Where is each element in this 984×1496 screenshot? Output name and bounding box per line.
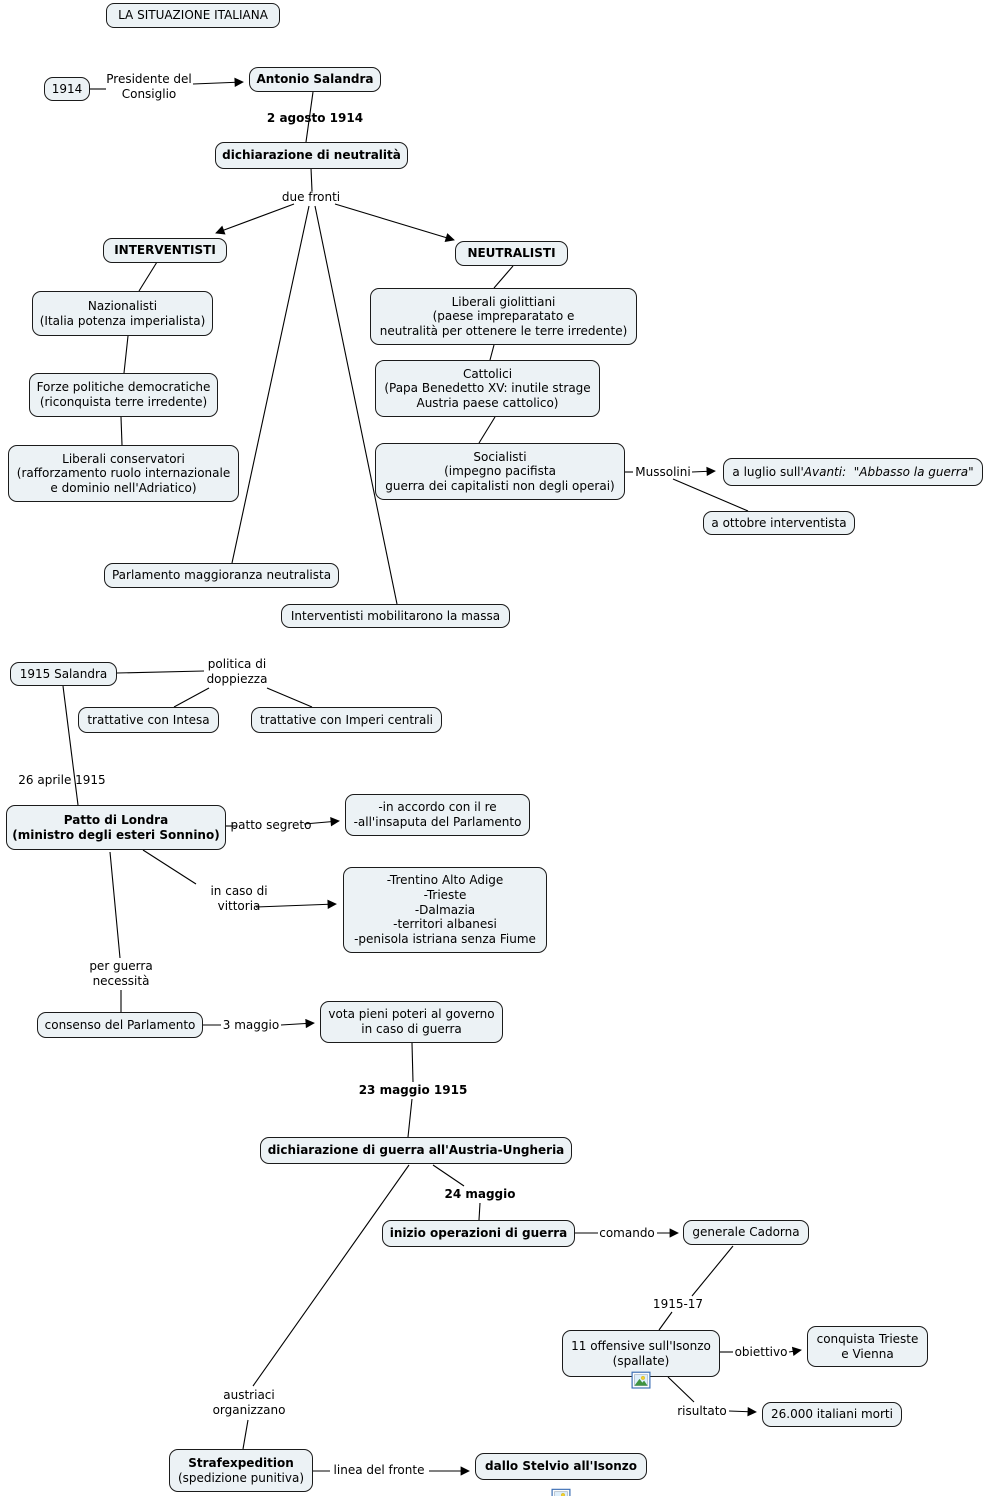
link-label-26-aprile-1915[interactable]: 26 aprile 1915 <box>18 773 106 787</box>
node-interventisti[interactable]: INTERVENTISTI <box>103 238 227 263</box>
node-1914[interactable]: 1914 <box>44 77 90 101</box>
link-label-due-fronti[interactable]: due fronti <box>281 190 341 204</box>
link-label-linea-del-fronte[interactable]: linea del fronte <box>333 1463 425 1477</box>
link-label-2-agosto-1914[interactable]: 2 agosto 1914 <box>266 111 364 125</box>
link-label-austriaci-organizzano[interactable]: austriaci organizzano <box>212 1388 286 1417</box>
node-interventisti-mobilitarono-massa[interactable]: Interventisti mobilitarono la massa <box>281 604 510 628</box>
link-label-obiettivo[interactable]: obiettivo <box>734 1345 788 1359</box>
avanti-prefix: a luglio sull' <box>732 464 804 479</box>
link-label-3-maggio[interactable]: 3 maggio <box>222 1018 280 1032</box>
link-label-23-maggio-1915[interactable]: 23 maggio 1915 <box>358 1083 468 1097</box>
node-antonio-salandra[interactable]: Antonio Salandra <box>249 67 381 92</box>
link-label-presidente-del-consiglio[interactable]: Presidente del Consiglio <box>106 72 192 101</box>
node-forze-politiche-democratiche[interactable]: Forze politiche democratiche (riconquist… <box>29 373 218 417</box>
node-trattative-imperi-centrali[interactable]: trattative con Imperi centrali <box>251 707 442 733</box>
image-attachment-icon[interactable] <box>631 1357 651 1392</box>
node-26000-italiani-morti[interactable]: 26.000 italiani morti <box>762 1402 902 1427</box>
offensive-text: 11 offensive sull'Isonzo (spallate) <box>571 1338 711 1368</box>
node-inizio-operazioni-guerra[interactable]: inizio operazioni di guerra <box>382 1220 575 1247</box>
node-accordo-con-il-re[interactable]: -in accordo con il re -all'insaputa del … <box>345 794 530 836</box>
node-parlamento-maggioranza-neutralista[interactable]: Parlamento maggioranza neutralista <box>104 563 339 588</box>
stelvio-text: dallo Stelvio all'Isonzo <box>485 1459 637 1474</box>
node-trattative-intesa[interactable]: trattative con Intesa <box>78 707 219 733</box>
node-dichiarazione-guerra-austria-ungheria[interactable]: dichiarazione di guerra all'Austria-Ungh… <box>260 1137 572 1164</box>
node-consenso-parlamento[interactable]: consenso del Parlamento <box>37 1012 203 1038</box>
link-label-politica-di-doppiezza[interactable]: politica di doppiezza <box>206 657 268 686</box>
link-label-1915-17[interactable]: 1915-17 <box>652 1297 704 1311</box>
node-conquista-trieste-vienna[interactable]: conquista Trieste e Vienna <box>807 1326 928 1367</box>
strafexpedition-title: Strafexpedition <box>188 1455 294 1470</box>
link-label-comando[interactable]: comando <box>599 1226 655 1240</box>
node-vota-pieni-poteri[interactable]: vota pieni poteri al governo in caso di … <box>320 1001 503 1043</box>
node-territori-promessi[interactable]: -Trentino Alto Adige -Trieste -Dalmazia … <box>343 867 547 953</box>
node-11-offensive-isonzo[interactable]: 11 offensive sull'Isonzo (spallate) <box>562 1330 720 1389</box>
node-dichiarazione-neutralita[interactable]: dichiarazione di neutralità <box>215 142 408 169</box>
node-map-title[interactable]: LA SITUAZIONE ITALIANA <box>106 3 280 28</box>
link-label-in-caso-di-vittoria[interactable]: in caso di vittoria <box>210 884 268 913</box>
node-liberali-conservatori[interactable]: Liberali conservatori (rafforzamento ruo… <box>8 445 239 502</box>
node-liberali-giolittiani[interactable]: Liberali giolittiani (paese impreparatat… <box>370 288 637 345</box>
node-dallo-stelvio-isonzo[interactable]: dallo Stelvio all'Isonzo <box>475 1453 647 1496</box>
node-socialisti[interactable]: Socialisti (impegno pacifista guerra dei… <box>375 443 625 500</box>
image-attachment-icon[interactable] <box>551 1474 571 1496</box>
node-patto-di-londra[interactable]: Patto di Londra (ministro degli esteri S… <box>6 805 226 850</box>
node-strafexpedition[interactable]: Strafexpedition (spedizione punitiva) <box>169 1449 313 1492</box>
node-generale-cadorna[interactable]: generale Cadorna <box>683 1220 809 1245</box>
node-nazionalisti[interactable]: Nazionalisti (Italia potenza imperialist… <box>32 291 213 336</box>
link-label-per-guerra-necessita[interactable]: per guerra necessità <box>89 959 153 988</box>
node-a-ottobre-interventista[interactable]: a ottobre interventista <box>703 511 855 535</box>
avanti-italic: Avanti: "Abbasso la guerra" <box>803 464 974 479</box>
node-avanti-abbasso-la-guerra[interactable]: a luglio sull'Avanti: "Abbasso la guerra… <box>723 458 983 486</box>
node-cattolici[interactable]: Cattolici (Papa Benedetto XV: inutile st… <box>375 360 600 417</box>
node-neutralisti[interactable]: NEUTRALISTI <box>455 241 568 266</box>
strafexpedition-subtitle: (spedizione punitiva) <box>178 1470 304 1485</box>
link-label-patto-segreto[interactable]: patto segreto <box>230 818 312 832</box>
node-1915-salandra[interactable]: 1915 Salandra <box>10 662 117 686</box>
link-label-risultato[interactable]: risultato <box>677 1404 727 1418</box>
link-label-mussolini[interactable]: Mussolini <box>635 465 691 479</box>
link-label-24-maggio[interactable]: 24 maggio <box>444 1187 516 1201</box>
